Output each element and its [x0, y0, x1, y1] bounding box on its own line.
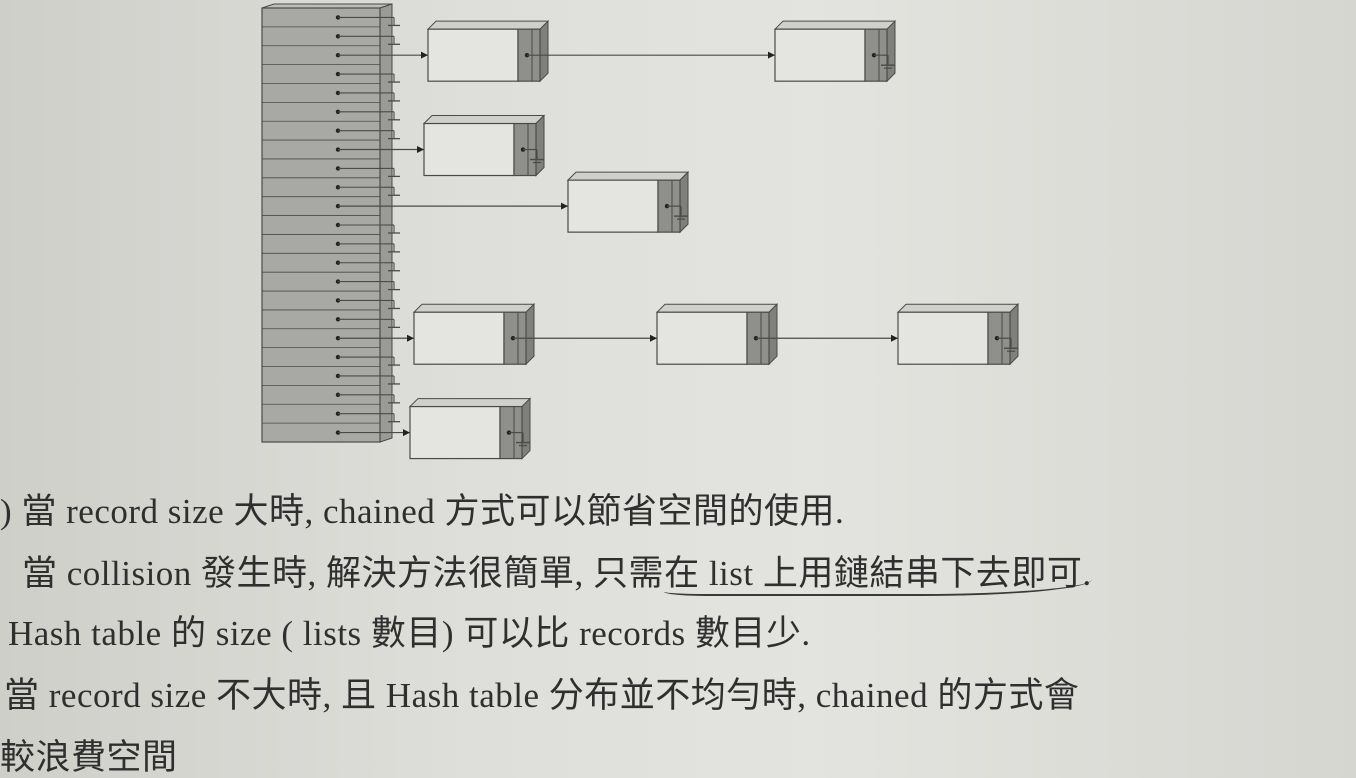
chain-4-node-0-side	[521, 397, 531, 460]
chain-link-arrow	[417, 146, 424, 154]
chain-link-arrow	[421, 51, 428, 59]
text-line-record-size-large: ) 當 record size 大時, chained 方式可以節省空間的使用.	[0, 492, 845, 531]
chain-0-node-0-side	[539, 19, 549, 83]
chain-3-node-0-top	[412, 303, 536, 313]
chain-link-arrow	[768, 51, 775, 59]
chain-0-node-0-data-field	[427, 28, 519, 82]
chain-1-node-0-top	[422, 115, 546, 125]
chain-3-node-2-data-field	[897, 311, 989, 365]
hash-chaining-diagram	[261, 3, 1020, 460]
chain-1-node-0-side	[535, 114, 545, 177]
chain-3-node-2-top	[896, 303, 1020, 313]
chain-4-node-0-top	[408, 398, 532, 408]
text-line-table-size: Hash table 的 size ( lists 數目) 可以比 record…	[8, 614, 811, 653]
text-line-collision: 當 collision 發生時, 解決方法很簡單, 只需在 list 上用鏈結串…	[22, 554, 1092, 596]
chain-0-node-1-side	[886, 19, 896, 83]
chain-3-node-2-side	[1009, 303, 1019, 366]
chain-0-node-1-data-field	[774, 28, 866, 82]
chain-4-node-0-data-field	[409, 405, 501, 460]
text-line-record-size-small: 當 record size 不大時, 且 Hash table 分布並不均勻時,…	[4, 676, 1080, 715]
chain-3-node-1-data-field	[656, 311, 748, 365]
chain-3-node-0-side	[525, 303, 535, 366]
text-line-waste-space: 較浪費空間	[0, 738, 178, 777]
text-line-collision-part1: 當 collision 發生時, 解決方法很簡單, 只需	[22, 554, 665, 593]
chain-link-arrow	[561, 202, 568, 210]
chain-link-arrow	[403, 429, 410, 437]
chain-link-arrow	[891, 334, 898, 342]
chain-1-node-0-data-field	[423, 122, 515, 177]
chain-2-node-0-top	[566, 171, 690, 181]
chain-3-node-1-top	[655, 303, 779, 313]
chain-2-node-0-data-field	[567, 179, 659, 233]
text-line-collision-underlined: 在 list 上用鏈結串下去即可.	[664, 554, 1092, 596]
chain-0-node-0-top	[426, 20, 550, 30]
chain-link-arrow	[650, 334, 657, 342]
chain-link-arrow	[407, 334, 414, 342]
chain-2-node-0-side	[679, 170, 689, 234]
chain-3-node-1-side	[768, 303, 778, 366]
chain-0-node-1-top	[773, 20, 897, 30]
chain-3-node-0-data-field	[413, 311, 505, 365]
